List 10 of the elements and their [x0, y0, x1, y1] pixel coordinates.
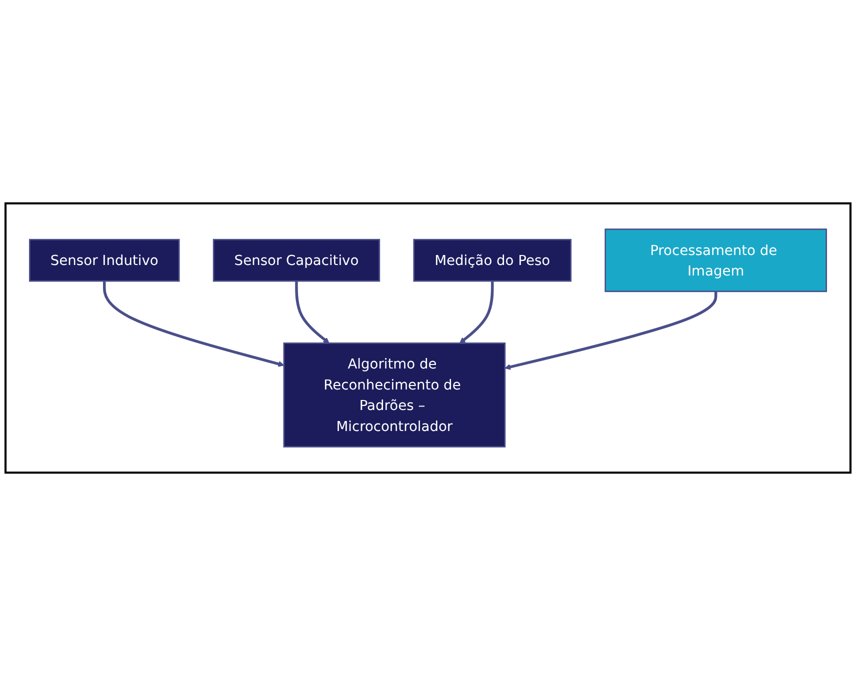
arrow [504, 290, 718, 370]
cluster [4, 202, 852, 474]
node-box: Processamento de Imagem [604, 228, 827, 292]
node-box: Medição do Peso [413, 238, 572, 282]
arrow [103, 280, 284, 366]
node-box: Sensor Indutivo [29, 238, 180, 282]
arrow [459, 280, 494, 343]
node-box: Algoritmo de Reconhecimento de Padrões – Microcontrolador [283, 342, 506, 447]
arrow [295, 280, 330, 343]
node-box: Sensor Capacitivo [212, 238, 380, 282]
